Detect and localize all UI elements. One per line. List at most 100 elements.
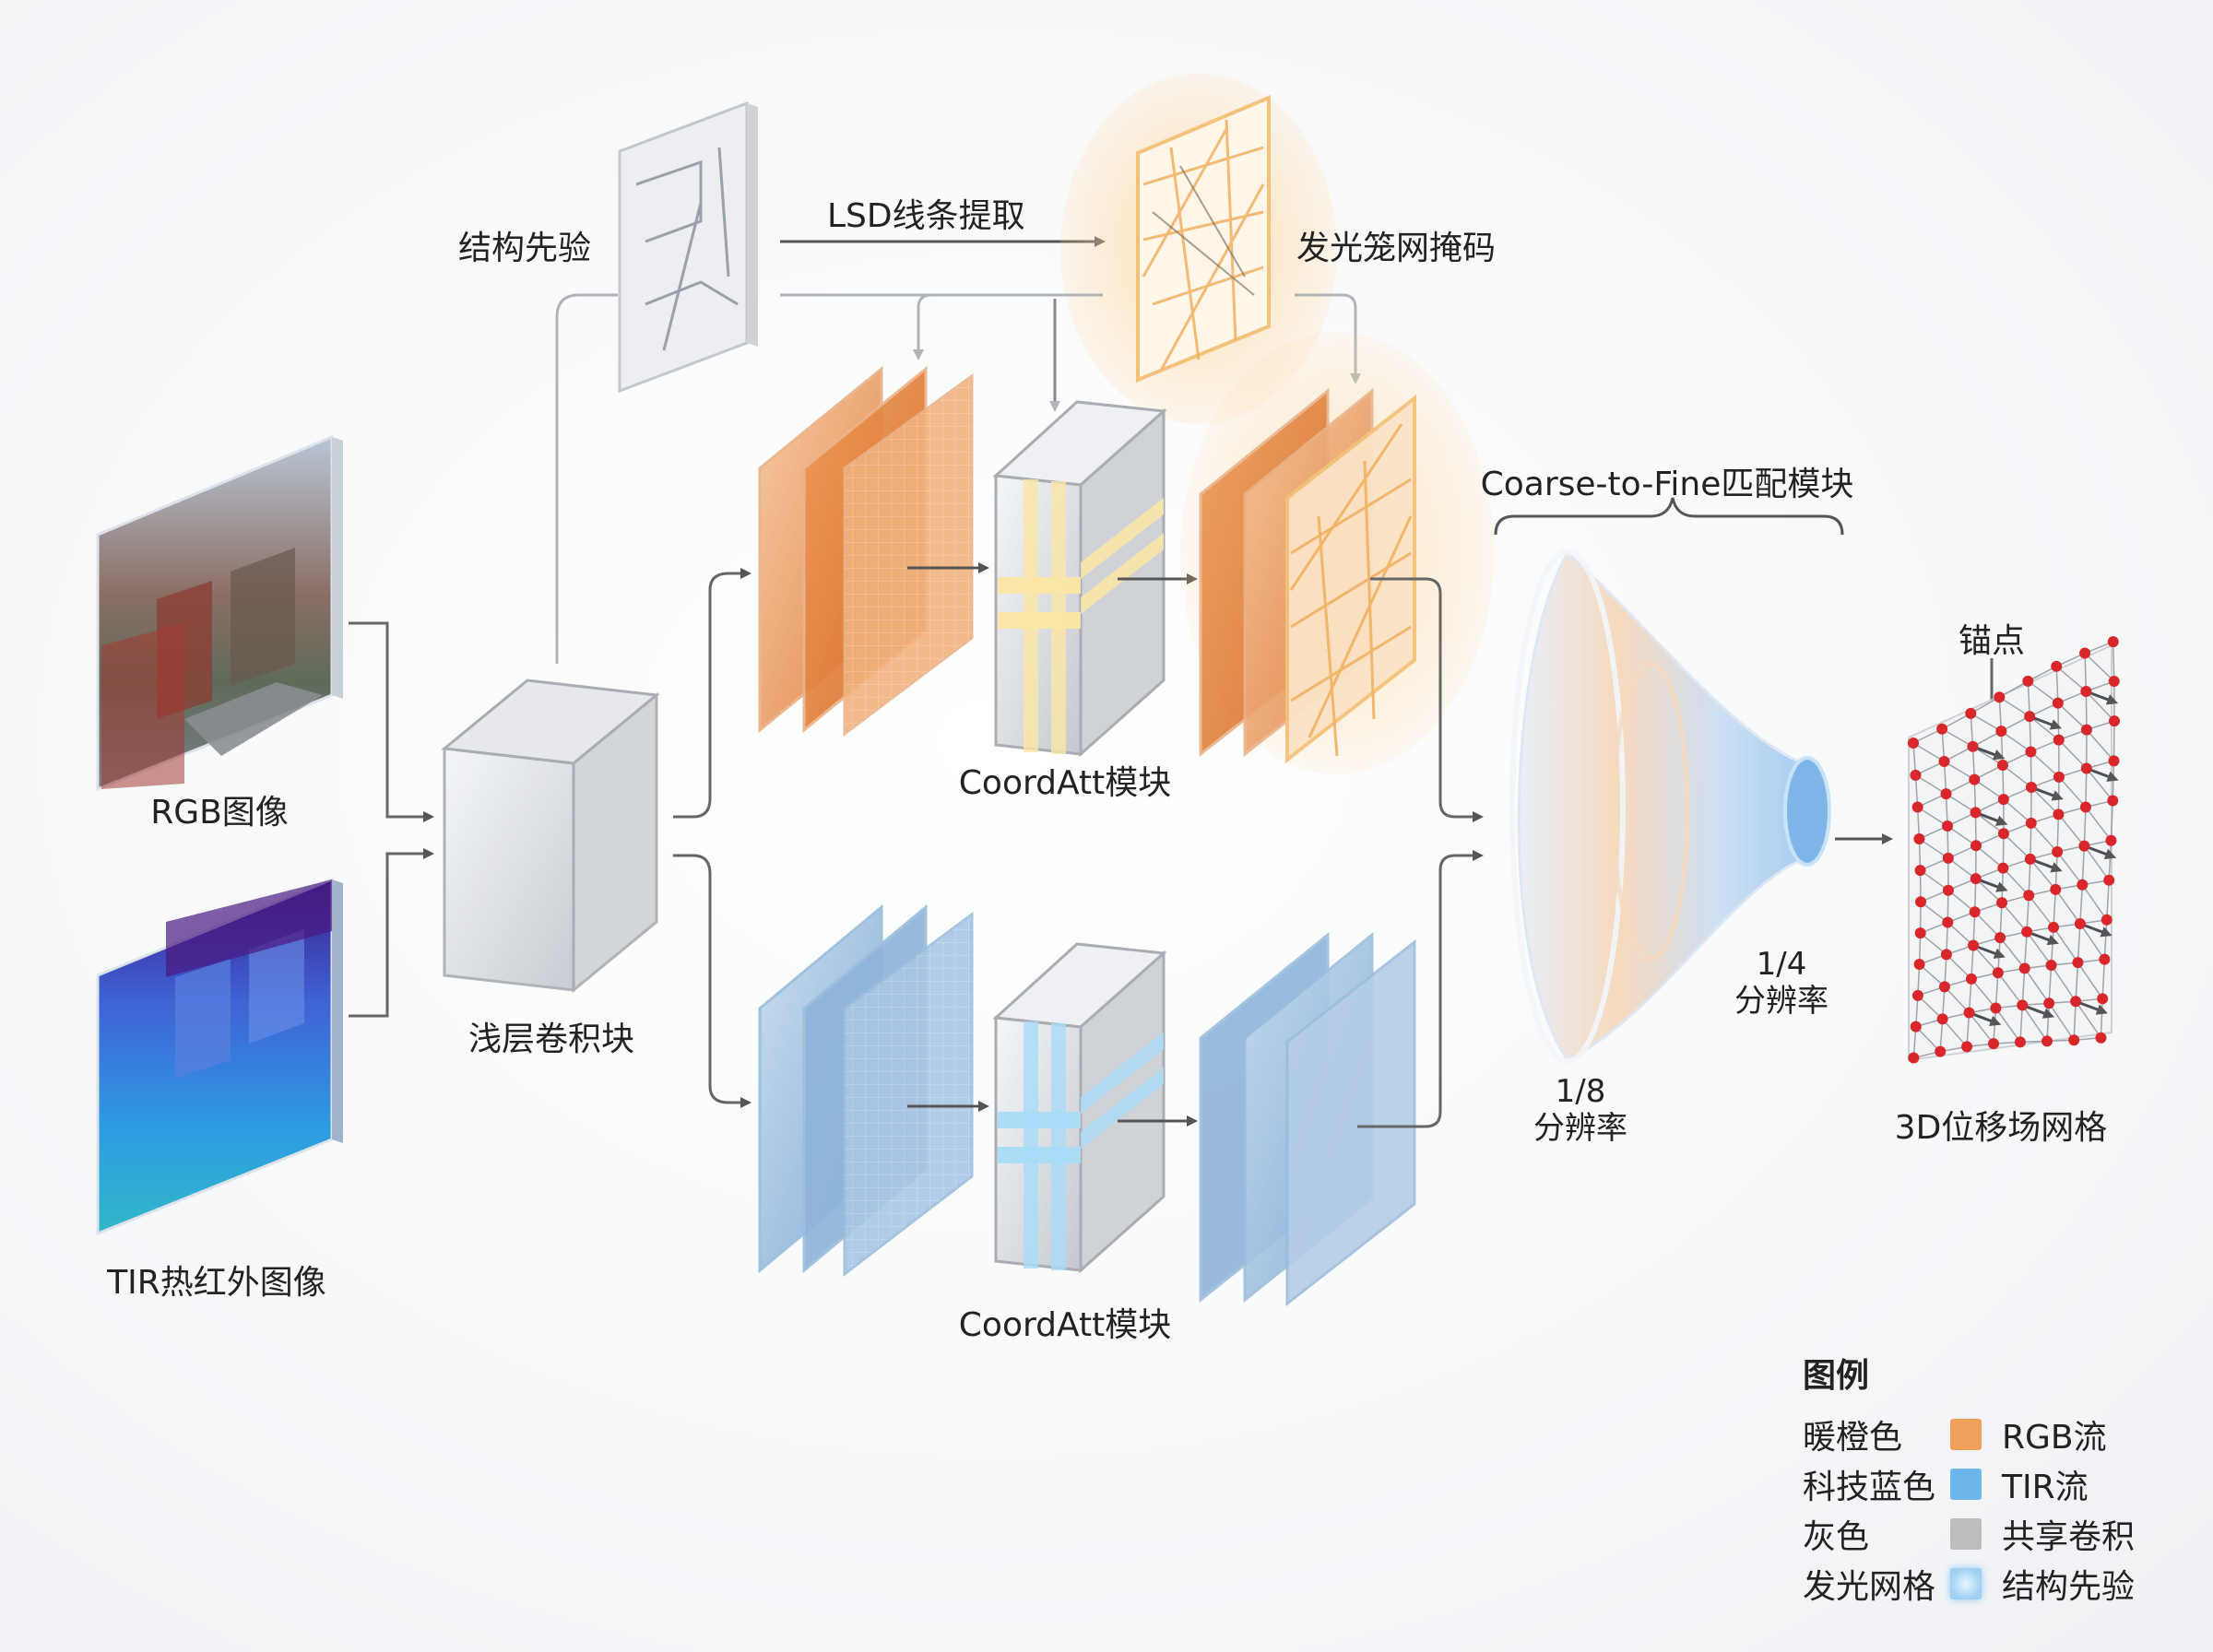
mesh-link [2050, 926, 2054, 966]
mesh-link [1917, 806, 1948, 827]
mesh-link [2021, 1004, 2048, 1042]
mesh-link [1968, 978, 1972, 1013]
mesh-link [2057, 776, 2060, 815]
legend-item-rgb: 暖橙色 RGB流 [1803, 1410, 2172, 1459]
mesh-link [2079, 884, 2084, 925]
mesh-link [2055, 666, 2087, 692]
anchor-point [1996, 897, 2008, 909]
conv-to-rgb-stream-arrow [673, 568, 751, 819]
res-1-8-text: 分辨率 [1533, 1110, 1627, 1147]
anchor-point [2053, 734, 2065, 746]
mesh-link [2055, 666, 2059, 703]
mesh-link [2083, 845, 2110, 881]
tir-input-image [96, 877, 343, 1236]
anchor-point [1990, 1002, 2002, 1014]
rgb-feature-stack-b [1180, 332, 1494, 774]
mesh-link [2057, 702, 2088, 731]
legend-value: 共享卷积 [2002, 1518, 2136, 1556]
anchor-point [1940, 788, 1952, 800]
anchor-point [2025, 817, 2037, 829]
mesh-link [2077, 962, 2103, 999]
anchor-point [1940, 949, 1952, 961]
mesh-link [2112, 761, 2115, 801]
mesh-link [1972, 944, 1999, 974]
mesh-link [1947, 890, 1976, 913]
rgb-image-label: RGB图像 [150, 794, 289, 832]
coordatt-top-label: CoordAtt模块 [958, 764, 1172, 802]
mesh-link [2108, 840, 2112, 880]
mesh-link [1998, 697, 2003, 732]
anchor-point [1994, 691, 2006, 703]
mesh-link [1966, 1012, 1970, 1047]
mesh-link [2028, 858, 2031, 896]
anchor-point [2041, 1035, 2053, 1047]
displacement-mesh-label: 3D位移场网格 [1894, 1109, 2108, 1147]
mesh-link [2056, 851, 2083, 886]
anchor-point [1938, 756, 1950, 768]
mesh-link [2050, 964, 2077, 1002]
mesh-link [2024, 968, 2050, 1004]
mesh-link [2110, 800, 2114, 841]
anchor-point [2074, 917, 2086, 929]
rgb-input-image [96, 434, 343, 792]
glow-cage-mask [1060, 74, 1337, 424]
anchor-point [1908, 1052, 1920, 1064]
shallow-conv-label: 浅层卷积块 [467, 1021, 635, 1058]
mesh-link [1941, 728, 1973, 748]
anchor-point [2072, 957, 2084, 969]
mesh-link [2026, 895, 2030, 932]
coordatt-bottom-label: CoordAtt模块 [958, 1306, 1172, 1344]
mesh-link [2085, 768, 2088, 808]
anchor-point [2105, 834, 2117, 846]
anchor-point [1997, 794, 2009, 806]
anchor-point [2070, 996, 2082, 1008]
anchor-point [2108, 715, 2120, 727]
tir-image-label: TIR热红外图像 [107, 1264, 326, 1302]
anchor-point [2097, 993, 2109, 1005]
legend-value: RGB流 [2002, 1419, 2107, 1457]
tir-to-conv-arrow [349, 848, 434, 1018]
anchor-point [2025, 782, 2037, 794]
anchor-point [1965, 707, 1977, 719]
anchor-point [1992, 967, 2004, 979]
anchor-point [1969, 773, 1981, 785]
mesh-link [2057, 702, 2060, 740]
coordatt-top-block [992, 400, 1167, 758]
anchor-point [2077, 879, 2089, 891]
mesh-link [2081, 884, 2108, 921]
res-1-8-label: 1/8 分辨率 [1533, 1073, 1627, 1147]
anchor-point [2080, 724, 2092, 736]
anchor-point [1997, 828, 2009, 840]
mesh-link [2027, 680, 2030, 717]
mesh-link [2028, 894, 2054, 928]
mesh-link [2002, 833, 2005, 868]
lsd-extraction-label: LSD线条提取 [827, 197, 1025, 235]
mesh-link [1994, 1008, 2021, 1043]
anchor-point [1910, 769, 1922, 781]
anchor-point [1995, 726, 2007, 738]
legend-swatch-orange [1950, 1419, 1982, 1450]
mesh-link [2030, 858, 2056, 891]
legend-title: 图例 [1803, 1357, 1870, 1395]
mesh-link [2002, 765, 2005, 800]
anchor-point [2024, 853, 2036, 865]
mesh-link [2002, 764, 2032, 788]
mesh-link [1919, 963, 1946, 987]
mesh-link [2084, 653, 2088, 692]
anchor-point [2022, 675, 2034, 687]
anchor-point [1997, 862, 2009, 874]
anchor-point [2025, 746, 2037, 758]
mesh-link [2048, 965, 2053, 1004]
res-1-4-label: 1/4 分辨率 [1734, 946, 1828, 1020]
anchor-point [1911, 989, 1923, 1001]
mesh-link [2057, 813, 2085, 847]
anchor-point [2043, 997, 2055, 1009]
anchor-point [2052, 846, 2064, 858]
anchor-point [2053, 771, 2065, 783]
mesh-link [2027, 680, 2059, 704]
mesh-link [2077, 923, 2081, 963]
anchor-point [1910, 1021, 1922, 1032]
anchor-point [2053, 808, 2065, 820]
structure-prior-image [618, 100, 758, 394]
